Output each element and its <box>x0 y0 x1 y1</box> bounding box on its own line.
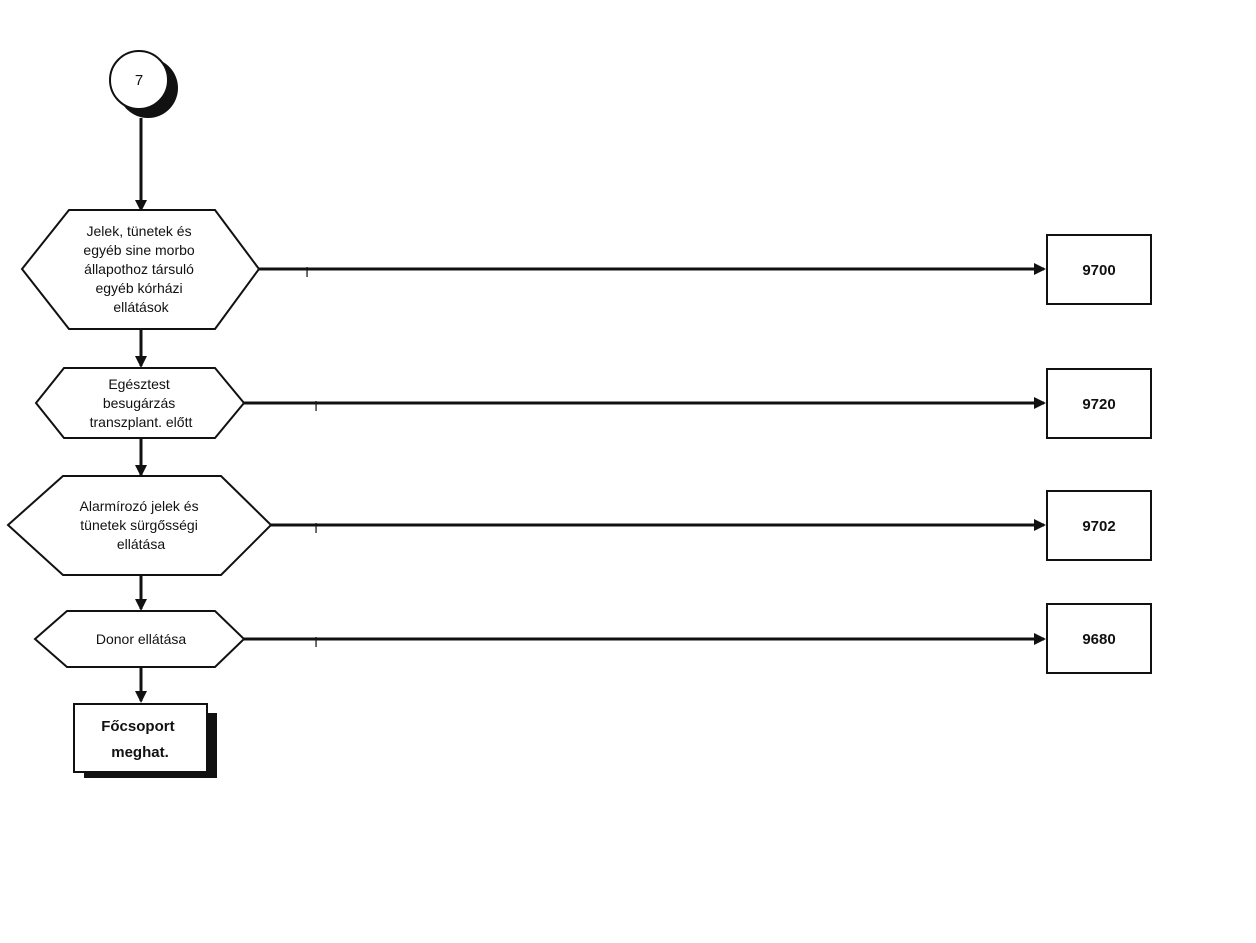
decision-2-shape <box>34 367 246 439</box>
end-box-frame <box>73 703 208 773</box>
target-box-4 <box>1046 603 1152 674</box>
end-box: Főcsoport meghat. <box>73 703 217 778</box>
decision-3-text: Alarmírozó jelek és tünetek sürgősségi e… <box>80 498 203 552</box>
decision-1-text: Jelek, tünetek és egyéb sine morbo állap… <box>83 223 198 315</box>
branch-label-3: i <box>314 520 317 536</box>
branch-label-4: i <box>314 634 317 650</box>
decision-4-shape <box>33 610 246 668</box>
decision-1: Jelek, tünetek és egyéb sine morbo állap… <box>20 209 1152 330</box>
target-code-1: 9700 <box>1082 262 1115 279</box>
target-code-2: 9720 <box>1082 396 1115 413</box>
target-code-4: 9680 <box>1082 631 1115 648</box>
decision-1-shape <box>20 209 261 330</box>
branch-label-2: i <box>314 398 317 414</box>
decision-3: Alarmírozó jelek és tünetek sürgősségi e… <box>6 475 1152 576</box>
target-code-3: 9702 <box>1082 518 1115 535</box>
connector-circle <box>109 50 169 110</box>
target-box-3 <box>1046 490 1152 561</box>
decision-2: Egésztest besugárzás transzplant. előtt … <box>34 367 1152 439</box>
target-box-2 <box>1046 368 1152 439</box>
start-connector: 7 <box>109 50 178 118</box>
connector-label: 7 <box>135 72 143 89</box>
target-box-1 <box>1046 234 1152 305</box>
end-box-text: Főcsoport meghat. <box>101 718 179 761</box>
decision-4-text: Donor ellátása <box>96 631 186 647</box>
decision-4: Donor ellátása i 9680 <box>33 603 1152 674</box>
branch-label-1: i <box>305 264 308 280</box>
decision-2-text: Egésztest besugárzás transzplant. előtt <box>90 376 193 430</box>
decision-3-shape <box>6 475 273 576</box>
